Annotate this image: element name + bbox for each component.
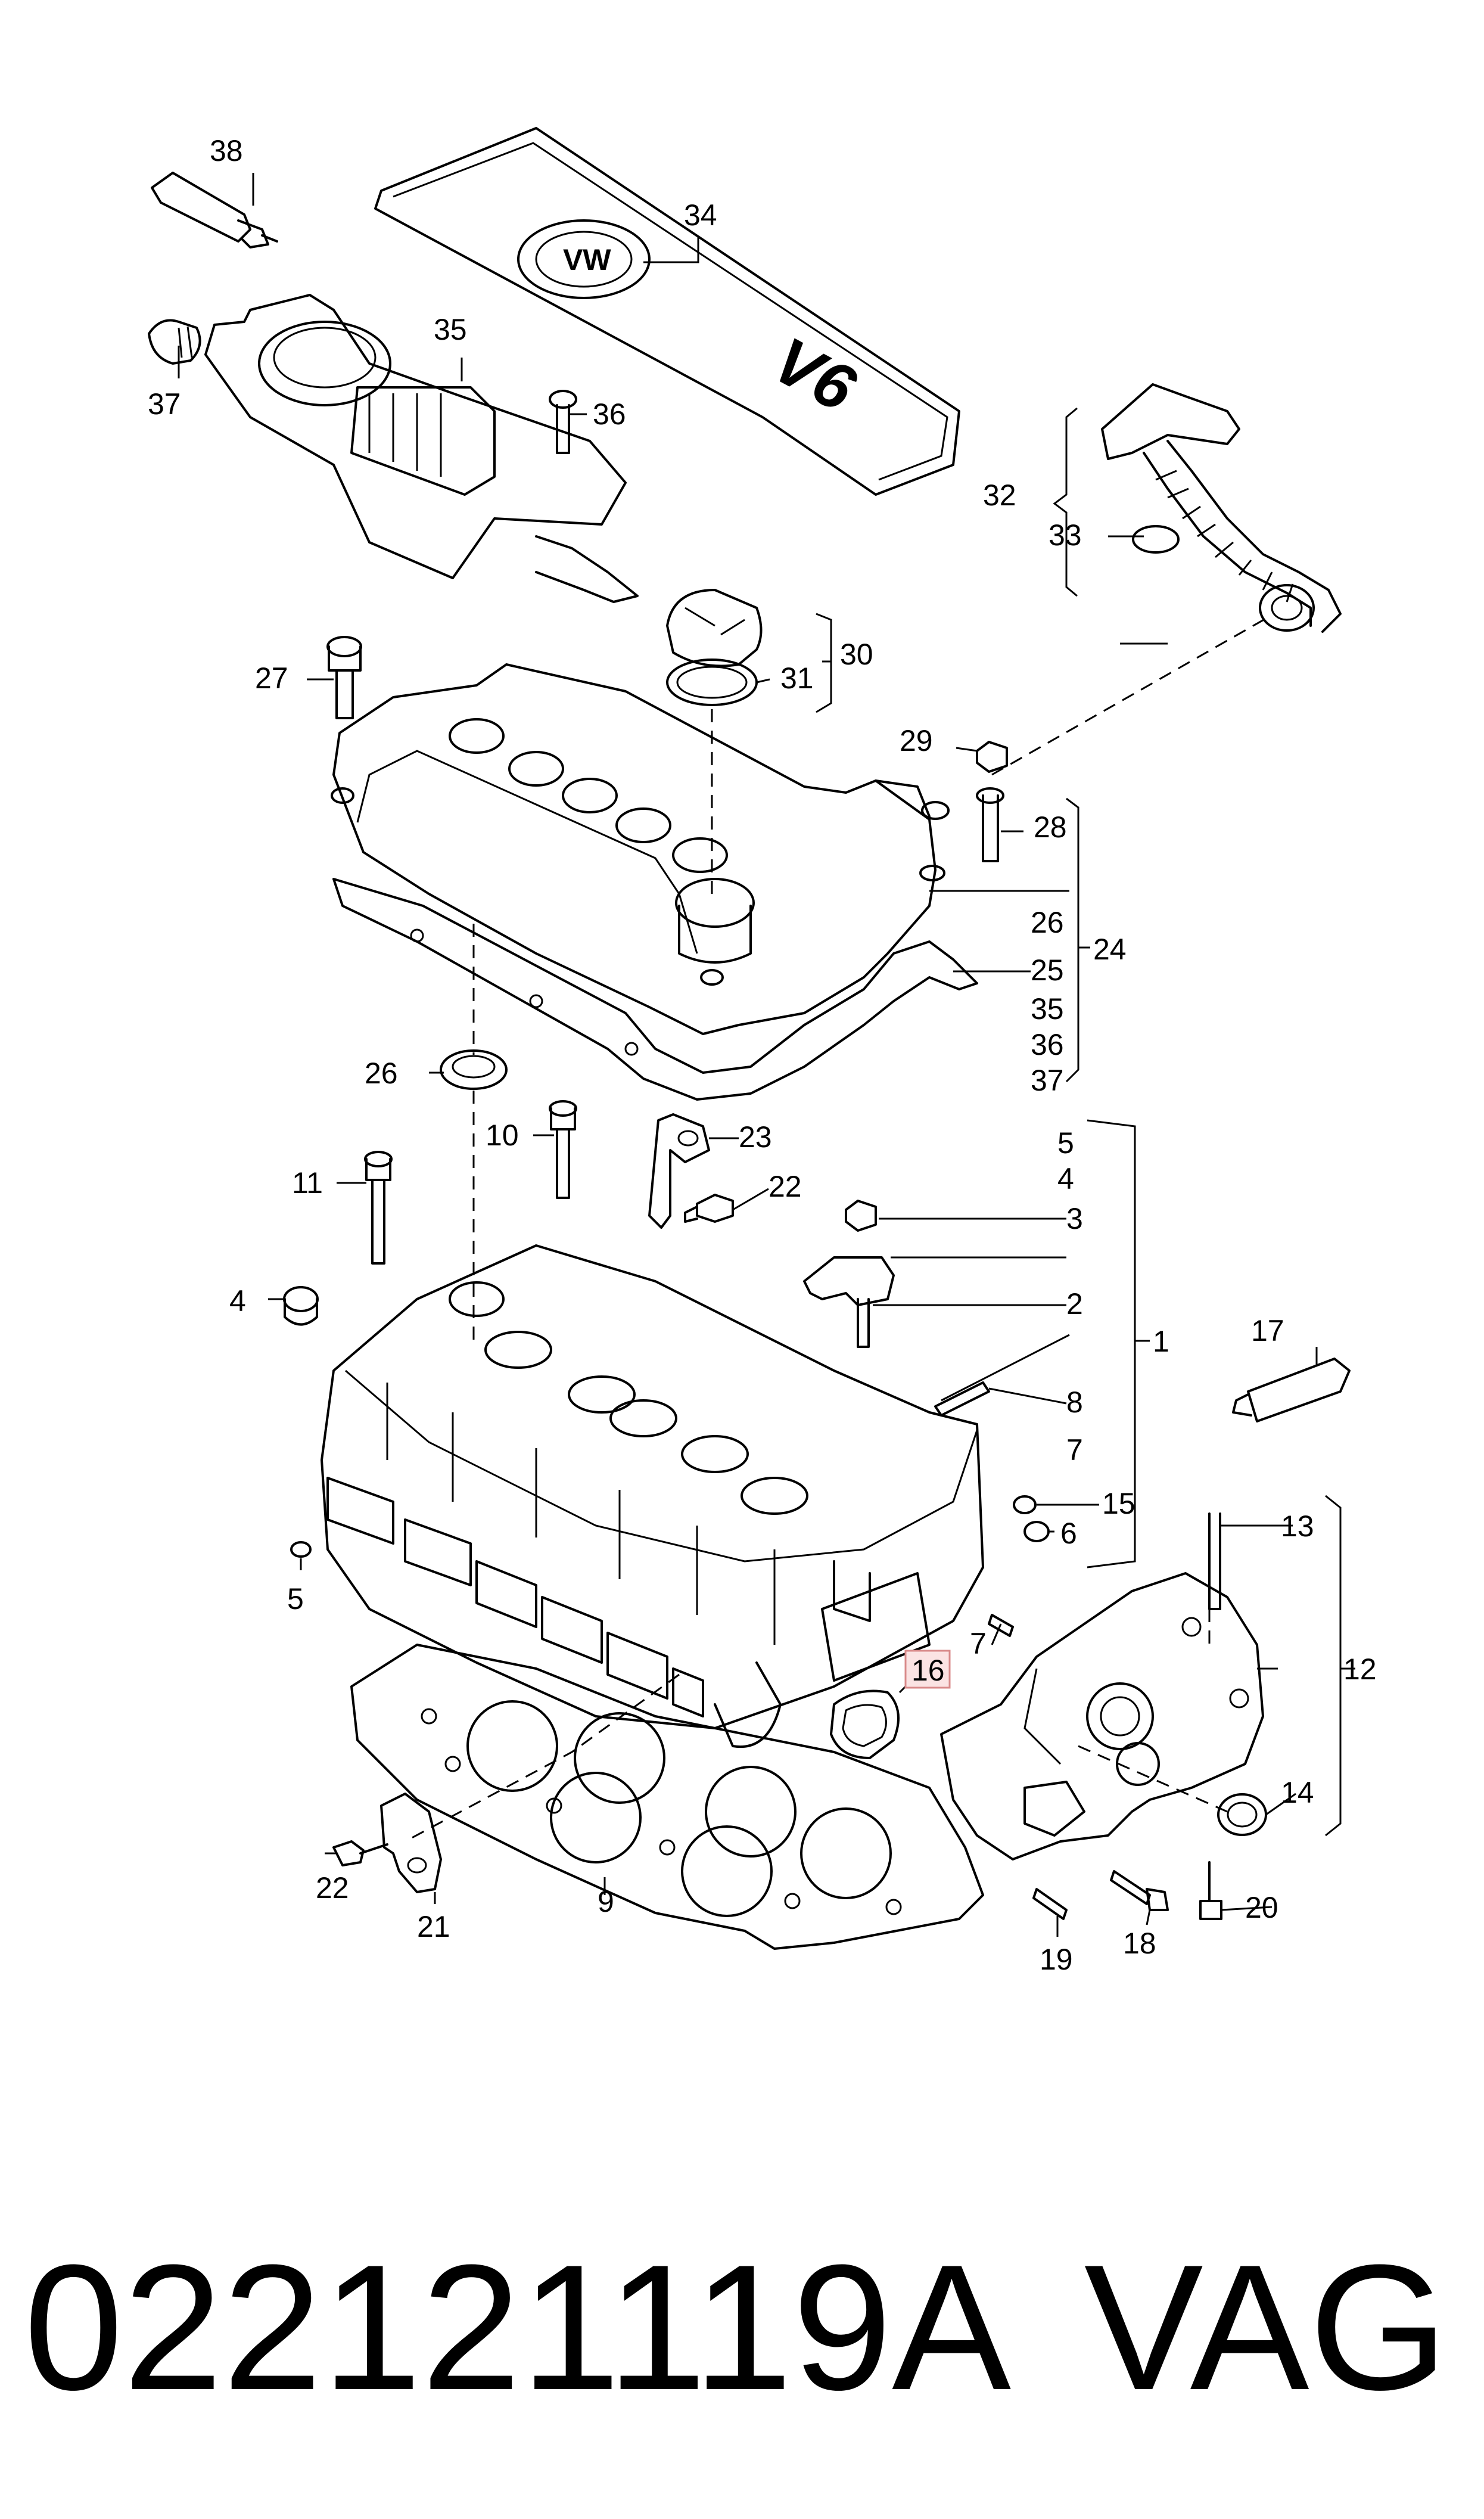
cover-emblem-text: VW — [563, 243, 611, 277]
vw-emblem-icon: VW — [517, 219, 651, 299]
shaft-seal-14 — [1217, 1793, 1267, 1836]
bolt-11 — [364, 1151, 393, 1265]
callout-1: 1 — [1153, 1325, 1169, 1358]
sealant-tube-top — [151, 172, 278, 249]
clip-part-37 — [148, 319, 201, 365]
callout-2: 2 — [1066, 1287, 1083, 1321]
stud-8 — [934, 1381, 990, 1417]
callout-8: 8 — [1066, 1386, 1083, 1419]
bracket-23 — [648, 1113, 710, 1229]
stud-13 — [1208, 1512, 1221, 1610]
bolt-22-lower — [332, 1840, 388, 1866]
leader-lines — [178, 173, 1355, 1937]
callout-labels: 38 34 35 37 36 32 33 30 31 27 29 28 26 2… — [148, 134, 1377, 1976]
callout-29: 29 — [900, 724, 933, 757]
callout-35-list: 35 — [1031, 992, 1064, 1026]
plug-6 — [1023, 1521, 1050, 1542]
callout-11: 11 — [292, 1166, 323, 1200]
callout-18: 18 — [1123, 1927, 1156, 1960]
bolt-22-upper — [684, 1194, 734, 1223]
callout-19: 19 — [1040, 1943, 1073, 1976]
bolt-18 — [1110, 1870, 1169, 1911]
callout-26: 26 — [365, 1057, 398, 1090]
callout-21: 21 — [417, 1910, 450, 1943]
callout-36-list: 36 — [1031, 1028, 1064, 1061]
timing-cover-housing — [940, 1572, 1264, 1860]
oil-filler-cap — [666, 589, 763, 706]
callout-37: 37 — [148, 387, 181, 421]
highlight-box-16 — [904, 1650, 951, 1689]
cylinder-head-ports — [326, 1477, 704, 1717]
bolt-19 — [1032, 1888, 1068, 1920]
brand-name: VAG — [1084, 2227, 1448, 2427]
callout-28: 28 — [1034, 810, 1067, 844]
callout-37-list: 37 — [1031, 1064, 1064, 1097]
gasket-16 — [830, 1689, 900, 1759]
callout-16: 16 — [911, 1654, 945, 1687]
callout-22-lower: 22 — [316, 1871, 349, 1905]
callout-9: 9 — [598, 1885, 614, 1918]
callout-15: 15 — [1102, 1487, 1135, 1520]
callout-34: 34 — [684, 198, 717, 232]
callout-4-list: 4 — [1057, 1162, 1074, 1195]
callout-30: 30 — [840, 638, 873, 671]
bolt-29-and-sleeve-28 — [976, 741, 1008, 862]
camshaft-cap — [803, 1200, 895, 1348]
valve-cover — [331, 663, 950, 1035]
callout-14: 14 — [1281, 1776, 1314, 1809]
pin-7 — [988, 1614, 1014, 1637]
callout-13: 13 — [1281, 1509, 1314, 1543]
callout-36: 36 — [593, 397, 626, 431]
callout-5-list: 5 — [1057, 1126, 1074, 1160]
callout-33: 33 — [1049, 518, 1082, 552]
callout-5: 5 — [287, 1582, 304, 1616]
bracket-21 — [380, 1793, 442, 1893]
assembly-lines — [405, 616, 1270, 1843]
callout-10: 10 — [486, 1119, 519, 1152]
callout-25: 25 — [1031, 953, 1064, 987]
o-ring-5 — [290, 1541, 312, 1558]
callout-35: 35 — [434, 313, 467, 346]
callout-38: 38 — [210, 134, 243, 167]
bolt-20 — [1199, 1861, 1222, 1920]
callout-31: 31 — [780, 661, 814, 695]
breather-housing — [204, 294, 639, 603]
callout-17: 17 — [1251, 1314, 1284, 1347]
callout-7: 7 — [970, 1627, 987, 1660]
o-ring-15 — [1013, 1495, 1037, 1514]
cylinder-head — [321, 1244, 984, 1748]
callout-26-list: 26 — [1031, 906, 1064, 939]
cylinder-head-gasket — [350, 1644, 984, 1950]
bolt-10 — [549, 1100, 577, 1199]
bolt-36 — [549, 390, 577, 454]
callout-20: 20 — [1245, 1891, 1278, 1924]
breather-hose — [1101, 383, 1342, 633]
callout-12: 12 — [1343, 1653, 1377, 1686]
sealant-tube-lower — [1232, 1358, 1351, 1422]
part-number: 022121119A — [24, 2227, 1012, 2427]
callout-7-list: 7 — [1066, 1433, 1083, 1467]
sealing-plug-4 — [283, 1286, 319, 1326]
callout-22-upper: 22 — [769, 1170, 802, 1203]
callout-23: 23 — [739, 1120, 772, 1154]
callout-27: 27 — [255, 661, 288, 695]
callout-32: 32 — [983, 479, 1016, 512]
callout-6: 6 — [1060, 1517, 1077, 1550]
seal-26 — [440, 1049, 508, 1090]
callout-4: 4 — [229, 1284, 246, 1318]
bolt-27 — [326, 636, 362, 719]
callout-24: 24 — [1093, 933, 1127, 966]
callout-3: 3 — [1066, 1202, 1083, 1235]
valve-cover-gasket — [332, 878, 978, 1101]
engine-cover: VW V6 — [374, 127, 960, 496]
